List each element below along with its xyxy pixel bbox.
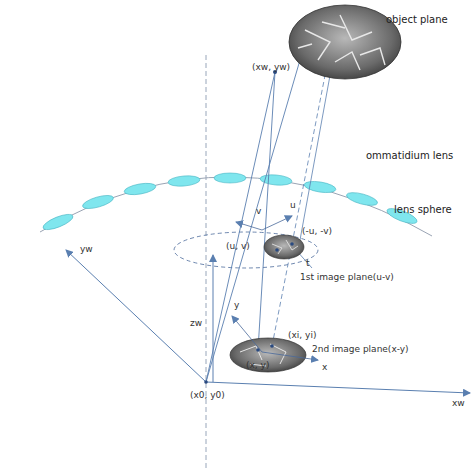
ray-dashed [272,50,330,346]
lens-sphere-arc [40,177,432,236]
ray [206,72,275,382]
v-axis [236,222,262,230]
rotation-ellipse [174,232,318,268]
first-image-texture [272,240,298,254]
z-axis-dashed [206,55,207,468]
zw-axis [213,255,214,382]
image-point [290,242,294,246]
first-image-plane [264,235,304,259]
y-axis [232,316,262,352]
image-point [275,248,279,252]
image-point [270,344,274,348]
u-axis [262,216,292,230]
axis-label: object plane [386,14,448,25]
object-plane [289,5,401,79]
axis-label: zw [190,318,202,329]
axis-label: (xi, yi) [288,330,316,341]
axis-label: u [290,200,296,211]
axis-label: 1st image plane(u-v) [300,272,394,283]
second-image-plane [230,338,306,372]
axis-label: v [256,206,261,217]
origin-point [204,380,208,384]
axis-label: xw [452,398,465,409]
axis-label: (x, y) [246,360,269,371]
axis-label: (x0, y0) [190,390,225,401]
axis-label: 2nd image plane(x-y) [312,344,409,355]
ray [206,60,300,382]
axis-label: x [322,362,327,373]
image-point [256,348,260,352]
object-texture [298,15,385,70]
axis-label: (-u, -v) [302,226,332,237]
ommatidium-lenses [41,173,418,233]
yw-axis [66,250,206,382]
axis-label: (u, v) [226,241,250,252]
x-axis [262,352,318,360]
axis-label: t [306,258,310,269]
xw-axis [206,382,470,393]
axis-label: yw [80,244,93,255]
axis-label: lens sphere [394,204,452,215]
axis-label: y [234,300,239,311]
axis-label: (xw, yw) [252,62,290,73]
axis-label: ommatidium lens [366,150,453,161]
